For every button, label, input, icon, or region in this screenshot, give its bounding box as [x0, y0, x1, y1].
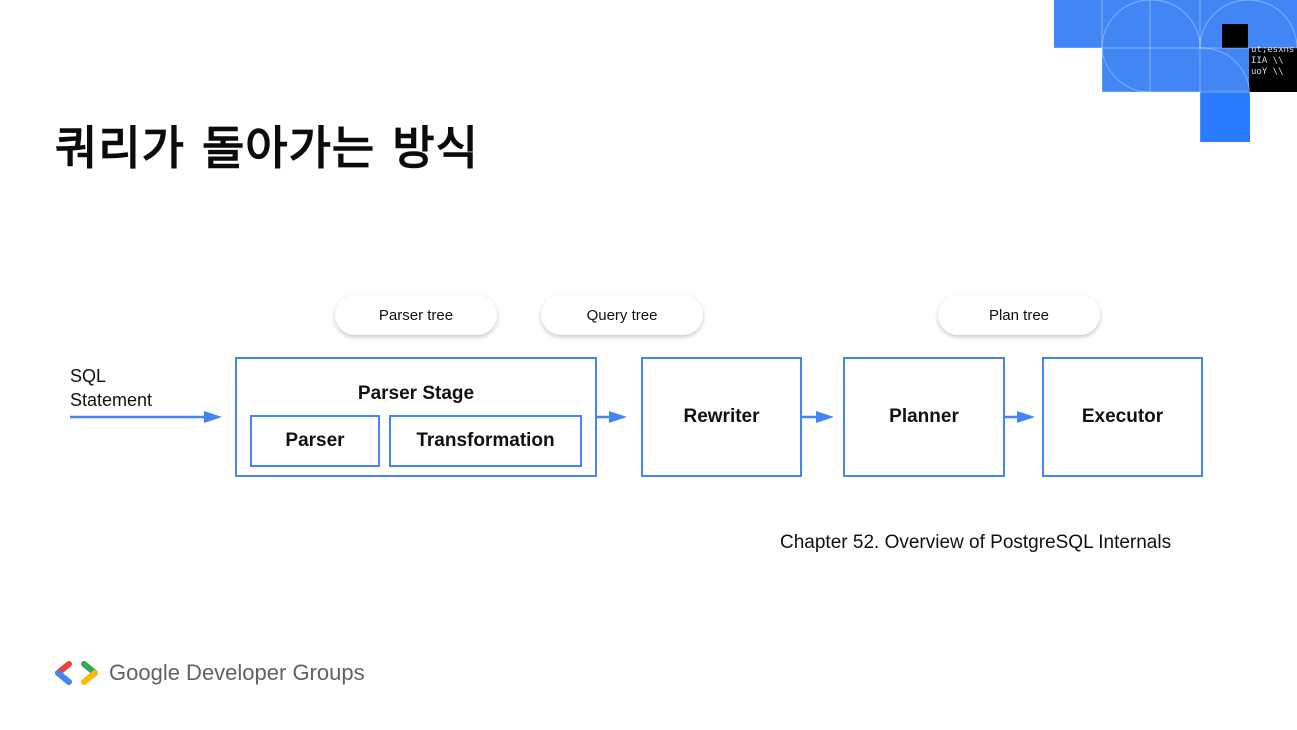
rewriter-label: Rewriter: [683, 406, 760, 427]
transformation-label: Transformation: [416, 430, 555, 451]
gdg-brand-text: Google Developer Groups: [109, 660, 365, 685]
pill-plan-tree: Plan tree: [938, 295, 1100, 335]
gdg-chevrons-icon: [55, 661, 98, 685]
planner-label: Planner: [889, 406, 959, 427]
blue-tile-pattern-icon: ut;esxns IIA \\ uoY \\: [1054, 0, 1297, 142]
parser-stage-box: Parser Stage Parser Transformation: [235, 357, 597, 477]
parser-label: Parser: [285, 430, 345, 451]
input-arrow: [70, 411, 222, 423]
transformation-box: Transformation: [389, 415, 582, 467]
slide-title: 쿼리가 돌아가는 방식: [55, 121, 479, 175]
sql-label-line1: SQL: [70, 366, 107, 386]
parser-stage-label: Parser Stage: [357, 383, 475, 404]
code-line: ut;esxns: [1251, 45, 1294, 55]
arrow-to-planner: [802, 411, 834, 423]
arrow-to-rewriter: [597, 411, 627, 423]
executor-label: Executor: [1081, 406, 1164, 427]
pill-query-tree: Query tree: [541, 295, 703, 335]
sql-statement-label: SQL Statement: [70, 364, 152, 412]
gdg-footer: Google Developer Groups: [55, 660, 365, 686]
code-line: uoY \\: [1251, 67, 1284, 77]
planner-box: Planner: [843, 357, 1005, 477]
source-caption: Chapter 52. Overview of PostgreSQL Inter…: [780, 532, 1172, 553]
pill-parser-tree: Parser tree: [335, 295, 497, 335]
executor-box: Executor: [1042, 357, 1203, 477]
code-line: IIA \\: [1251, 56, 1284, 66]
sql-label-line2: Statement: [70, 390, 153, 410]
rewriter-box: Rewriter: [641, 357, 802, 477]
parser-box: Parser: [250, 415, 380, 467]
arrow-to-executor: [1005, 411, 1035, 423]
